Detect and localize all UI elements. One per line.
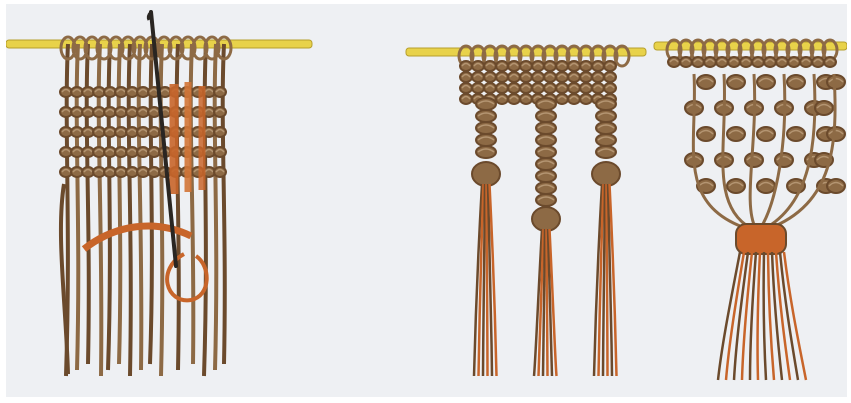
knot (568, 94, 580, 104)
knot (496, 94, 508, 104)
knot (740, 57, 752, 67)
knot (556, 83, 568, 93)
knot (580, 72, 592, 82)
knot (592, 72, 604, 82)
knot (592, 83, 604, 93)
knot (764, 57, 776, 67)
knot (568, 72, 580, 82)
knot (484, 72, 496, 82)
knot (532, 83, 544, 93)
knot (520, 61, 532, 71)
knot (704, 57, 716, 67)
cord-tail (607, 184, 608, 376)
knot (604, 83, 616, 93)
cord-tail (487, 184, 488, 376)
knot (776, 57, 788, 67)
overhand-knot (592, 162, 620, 186)
knot (520, 83, 532, 93)
knot (668, 57, 680, 67)
knot (568, 61, 580, 71)
knot (752, 57, 764, 67)
paper-background (6, 4, 847, 397)
knot (214, 147, 226, 157)
knot (788, 57, 800, 67)
knot (592, 61, 604, 71)
knot (460, 72, 472, 82)
knot (544, 61, 556, 71)
knot (496, 72, 508, 82)
knot (532, 61, 544, 71)
knot (728, 57, 740, 67)
knot (556, 72, 568, 82)
knot (460, 61, 472, 71)
knot (544, 83, 556, 93)
knot (214, 167, 226, 177)
knot (800, 57, 812, 67)
knot (692, 57, 704, 67)
knot (520, 94, 532, 104)
knot (680, 57, 692, 67)
knot (214, 127, 226, 137)
overhand-knot (472, 162, 500, 186)
knot (604, 72, 616, 82)
knot (508, 83, 520, 93)
knot (472, 83, 484, 93)
knot (214, 107, 226, 117)
knot (508, 72, 520, 82)
macrame-illustration (6, 4, 847, 397)
knot (214, 87, 226, 97)
knot (508, 61, 520, 71)
knot (544, 72, 556, 82)
knot (496, 61, 508, 71)
knot (472, 72, 484, 82)
knot (532, 72, 544, 82)
knot (580, 94, 592, 104)
knot (580, 61, 592, 71)
knot (508, 94, 520, 104)
knot (716, 57, 728, 67)
gathering-knot (736, 224, 786, 254)
knot (812, 57, 824, 67)
knot (460, 94, 472, 104)
knot (556, 61, 568, 71)
knot (520, 72, 532, 82)
knot (484, 83, 496, 93)
knot (580, 83, 592, 93)
knot (484, 61, 496, 71)
dowel-middle (406, 48, 646, 56)
knot (824, 57, 836, 67)
knot (496, 83, 508, 93)
knot (568, 83, 580, 93)
knot (460, 83, 472, 93)
knot (472, 61, 484, 71)
knot (556, 94, 568, 104)
knot (604, 61, 616, 71)
overhand-knot (532, 207, 560, 231)
